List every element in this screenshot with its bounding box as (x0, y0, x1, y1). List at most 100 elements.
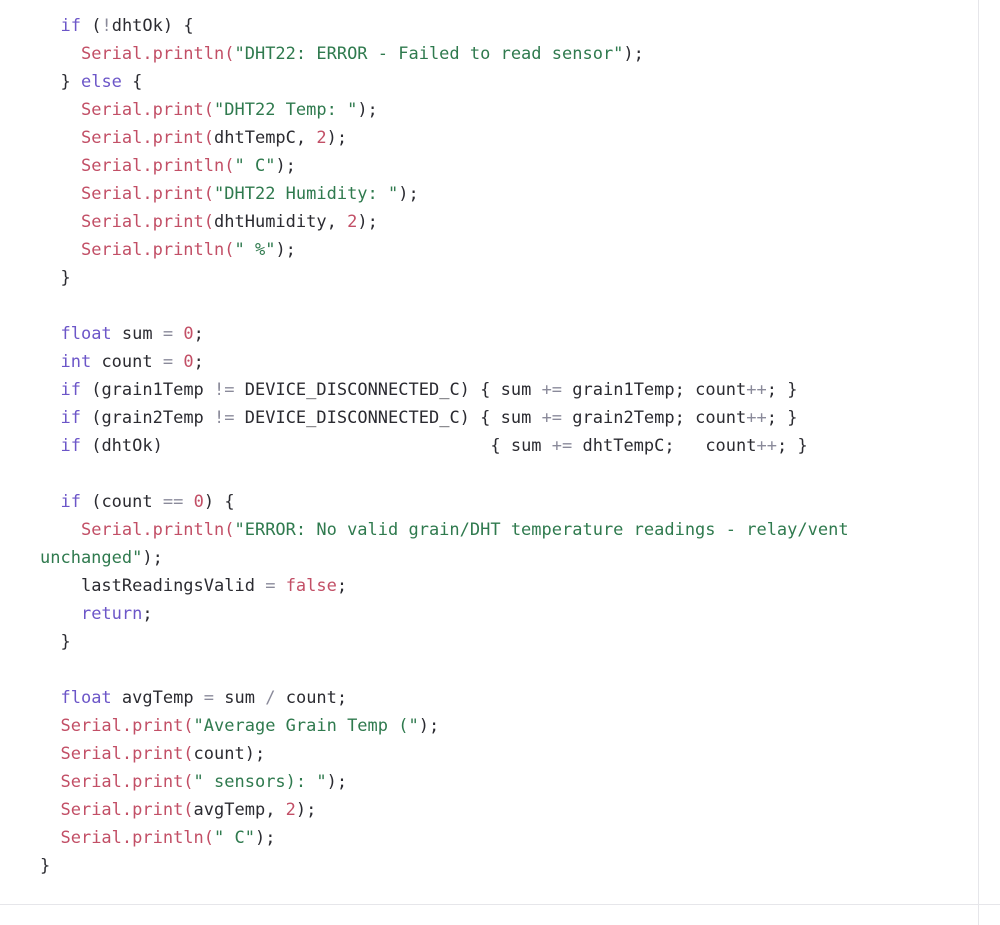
code-indent (40, 520, 81, 540)
code-indent (40, 492, 60, 512)
code-indent (40, 436, 60, 456)
code-line: if (count == 0) { (40, 488, 970, 516)
code-token: ; (142, 604, 153, 624)
code-indent (40, 184, 81, 204)
code-token: ); (295, 800, 317, 820)
code-token: ); (254, 828, 276, 848)
code-line: Serial.println(" %"); (40, 236, 970, 264)
code-token: Serial.print( (60, 744, 194, 764)
code-line: Serial.println("ERROR: No valid grain/DH… (40, 516, 970, 544)
code-line: lastReadingsValid = false; (40, 572, 970, 600)
code-block[interactable]: if (!dhtOk) { Serial.println("DHT22: ERR… (40, 12, 970, 880)
code-token: avgTemp, (193, 800, 286, 820)
code-token: ; } (776, 436, 808, 456)
code-token: int (60, 352, 92, 372)
code-token: " sensors): " (193, 772, 327, 792)
code-indent (40, 632, 60, 652)
code-line: Serial.println("DHT22: ERROR - Failed to… (40, 40, 970, 68)
code-line: } (40, 264, 970, 292)
code-token: "ERROR: No valid grain/DHT temperature r… (234, 520, 849, 540)
code-indent (40, 604, 81, 624)
code-token (173, 352, 183, 372)
code-line: if (!dhtOk) { (40, 12, 970, 40)
code-token: 2 (347, 212, 358, 232)
code-token: ); (326, 128, 348, 148)
code-token: != (214, 380, 235, 400)
code-token: if (60, 492, 81, 512)
code-line: Serial.print("Average Grain Temp ("); (40, 712, 970, 740)
code-indent (40, 100, 81, 120)
code-indent (40, 44, 81, 64)
code-token: += (541, 408, 563, 428)
code-line (40, 656, 970, 684)
code-indent (40, 380, 60, 400)
code-token: Serial.print( (60, 800, 194, 820)
code-indent (40, 800, 60, 820)
code-token: else (80, 72, 122, 92)
code-token (173, 324, 183, 344)
code-token: = (265, 576, 276, 596)
code-token: } (40, 856, 51, 876)
panel-divider (978, 0, 979, 925)
code-token: / (265, 688, 276, 708)
code-indent (40, 744, 60, 764)
code-token: "DHT22 Humidity: " (214, 184, 399, 204)
code-token: ); (623, 44, 644, 64)
code-line: Serial.print(avgTemp, 2); (40, 796, 970, 824)
code-indent (40, 156, 81, 176)
code-token: } (60, 72, 81, 92)
code-token: ) { (203, 492, 235, 512)
code-indent (40, 576, 81, 596)
code-token: Serial.print( (60, 716, 194, 736)
panel-bottom-border (0, 904, 1000, 905)
code-token: if (60, 408, 81, 428)
code-indent (40, 772, 60, 792)
code-token: " %" (234, 240, 276, 260)
code-token: dhtOk) { (111, 16, 194, 36)
code-token: Serial.println( (80, 44, 235, 64)
code-token: return (80, 604, 143, 624)
code-token: " C" (214, 828, 255, 848)
code-token: ; (336, 576, 348, 596)
code-token: ); (142, 548, 163, 568)
code-token: { (121, 72, 143, 92)
code-token: Serial.println( (80, 156, 235, 176)
code-line: float sum = 0; (40, 320, 970, 348)
code-token: } (60, 268, 71, 288)
code-token: ); (326, 772, 348, 792)
code-token: 0 (183, 324, 194, 344)
code-token: Serial.println( (60, 828, 215, 848)
code-line: Serial.print(dhtHumidity, 2); (40, 208, 970, 236)
code-token: DEVICE_DISCONNECTED_C) { sum (234, 408, 542, 428)
code-token: "Average Grain Temp (" (193, 716, 419, 736)
code-token: Serial.print( (80, 100, 215, 120)
code-token: count); (193, 744, 266, 764)
code-token: } (60, 632, 71, 652)
code-token: ( (80, 16, 102, 36)
code-token: = (162, 352, 174, 372)
code-line: Serial.println(" C"); (40, 152, 970, 180)
code-token: 2 (285, 800, 296, 820)
code-token: sum (111, 324, 163, 344)
code-token: unchanged" (40, 548, 143, 568)
code-token: (dhtOk) { sum (80, 436, 552, 456)
code-token: ); (357, 212, 378, 232)
code-token: (count (80, 492, 163, 512)
code-token: Serial.print( (60, 772, 194, 792)
code-line: if (grain1Temp != DEVICE_DISCONNECTED_C)… (40, 376, 970, 404)
code-token: ); (357, 100, 378, 120)
code-line: unchanged"); (40, 544, 970, 572)
code-token: dhtTempC; count (572, 436, 757, 456)
code-line: return; (40, 600, 970, 628)
code-indent (40, 408, 60, 428)
code-token: lastReadingsValid (80, 576, 266, 596)
code-token: dhtHumidity, (214, 212, 348, 232)
code-token: ++ (756, 436, 777, 456)
code-token: ); (275, 240, 296, 260)
code-token: Serial.print( (80, 212, 215, 232)
code-token: = (203, 688, 215, 708)
code-token: ; } (766, 380, 798, 400)
code-token (275, 576, 285, 596)
code-token: (grain2Temp (80, 408, 215, 428)
code-token: if (60, 380, 81, 400)
